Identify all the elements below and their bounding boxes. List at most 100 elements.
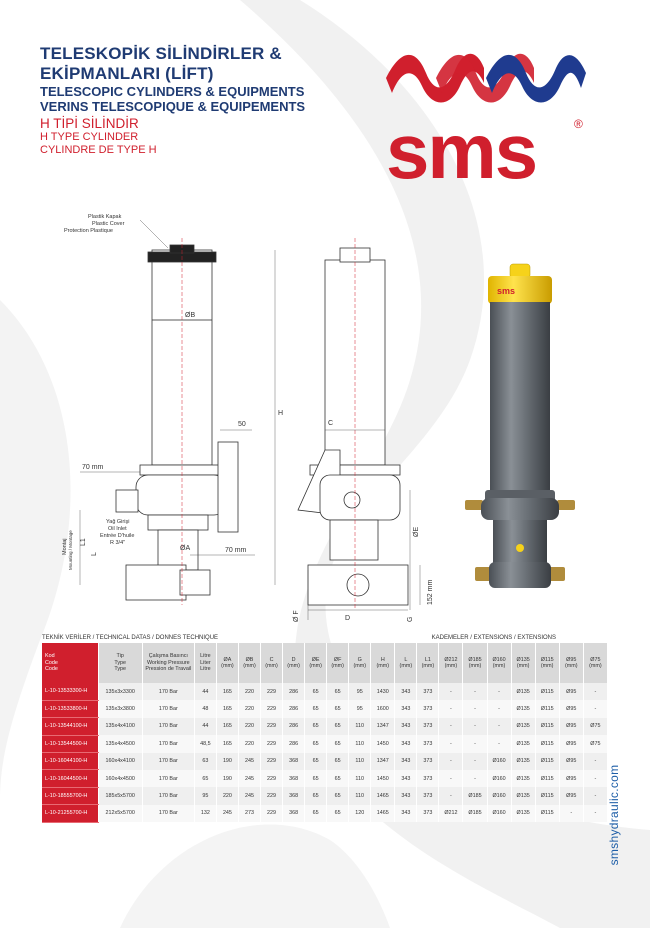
table-cell: 170 Bar xyxy=(142,683,195,701)
table-cell: 65 xyxy=(304,787,328,805)
table-header-line: ØE xyxy=(311,656,320,663)
table-cell: 110 xyxy=(348,769,372,788)
oil-inlet-fr: Entrée D'huile xyxy=(100,533,134,539)
table-cell: Ø135 xyxy=(511,735,536,753)
table-cell-code: L-10-16044500-H xyxy=(42,769,99,788)
table-cell: 48 xyxy=(194,700,217,718)
table-header-line: D xyxy=(291,656,296,663)
table-header-line: G xyxy=(357,656,362,663)
cylinder-photo: sms xyxy=(465,263,575,588)
title-tr-line2: EKİPMANLARI (LİFT) xyxy=(40,64,214,83)
mount-label-tr: Montaj xyxy=(62,538,68,555)
table-cell: 229 xyxy=(260,787,284,805)
dim-l-label: L xyxy=(91,552,98,556)
table-cell: 343 xyxy=(394,787,418,805)
table-cell: 190 xyxy=(216,752,239,770)
table-cell: 286 xyxy=(282,735,306,753)
table-header-line: Çalışma Basıncı xyxy=(148,653,188,660)
table-header-line: Litre xyxy=(200,653,211,660)
dim-a-label: ØA xyxy=(180,545,190,552)
table-header-line: (mm) xyxy=(221,663,234,669)
table-cell: 245 xyxy=(238,752,262,770)
table-cell: 170 Bar xyxy=(142,735,195,753)
table-header-line: Code xyxy=(45,659,58,666)
table-cell: Ø160 xyxy=(487,804,512,823)
table-header-cell: Ø185(mm) xyxy=(462,643,488,683)
table-cell: 343 xyxy=(394,700,418,718)
table-cell: 48,5 xyxy=(194,735,217,753)
table-cell: 120 xyxy=(348,804,372,823)
table-cell: 110 xyxy=(348,752,372,770)
table-cell: Ø75 xyxy=(583,735,609,753)
table-cell: 286 xyxy=(282,717,306,736)
table-cell: 212x5x5700 xyxy=(98,804,143,823)
table-header-line: H xyxy=(380,656,385,663)
cap-label-en: Plastic Cover xyxy=(92,221,125,227)
oil-inlet-tr: Yağ Girişi xyxy=(106,519,129,525)
table-cell: 1430 xyxy=(370,683,396,701)
table-cell: 65 xyxy=(326,769,350,788)
table-cell: 373 xyxy=(416,717,440,736)
table-cell: 132 xyxy=(194,804,217,823)
table-cell: 44 xyxy=(194,683,217,701)
table-cell: 229 xyxy=(260,717,284,736)
table-header-cell: D(mm) xyxy=(282,643,306,683)
table-header-cell: ØE(mm) xyxy=(304,643,328,683)
table-cell: 65 xyxy=(326,700,350,718)
cap-label-fr: Protection Plastique xyxy=(64,228,113,234)
table-cell: - xyxy=(438,769,464,788)
table-cell: 368 xyxy=(282,804,306,823)
table-cell: 229 xyxy=(260,700,284,718)
table-header-line: (mm) xyxy=(540,663,554,669)
title-en: TELESCOPIC CYLINDERS & EQUIPMENTS xyxy=(40,84,305,99)
table-cell: - xyxy=(583,683,609,701)
table-cell: - xyxy=(438,683,464,701)
table-cell: 220 xyxy=(238,683,262,701)
table-cell: 343 xyxy=(394,683,418,701)
table-cell: 220 xyxy=(216,787,239,805)
table-header-cell: G(mm) xyxy=(348,643,372,683)
table-cell: Ø95 xyxy=(559,787,584,805)
type-tr: H TİPİ SİLİNDİR xyxy=(40,116,139,131)
photo-brand: sms xyxy=(497,286,515,296)
table-cell: - xyxy=(487,700,512,718)
table-cell: - xyxy=(462,752,488,770)
table-header-line: Litre xyxy=(200,666,211,673)
table-header-line: Ø160 xyxy=(492,656,506,663)
table-cell: 170 Bar xyxy=(142,700,195,718)
table-cell: - xyxy=(438,735,464,753)
table-header-line: Kod xyxy=(45,653,55,660)
table-cell: 220 xyxy=(238,717,262,736)
table-cell: 65 xyxy=(304,804,328,823)
table-cell: Ø115 xyxy=(535,717,560,736)
table-header-line: (mm) xyxy=(309,663,322,669)
table-cell: 286 xyxy=(282,683,306,701)
table-cell: 65 xyxy=(304,769,328,788)
table-cell: 135x3x3300 xyxy=(98,683,143,701)
dim-c-label: C xyxy=(328,420,333,427)
table-cell: 110 xyxy=(348,735,372,753)
table-header-line: ØA xyxy=(223,656,232,663)
table-header-line: (mm) xyxy=(516,663,530,669)
dim-70-bottom-label: 70 mm xyxy=(225,547,247,554)
table-cell: 65 xyxy=(304,700,328,718)
table-cell: 165 xyxy=(216,683,239,701)
table-cell: Ø135 xyxy=(511,804,536,823)
mount-label-en: Mounting / Montage xyxy=(68,530,73,570)
table-cell-code: L-10-16044100-H xyxy=(42,752,99,771)
table-cell: - xyxy=(583,700,609,718)
table-cell: 273 xyxy=(238,804,262,823)
website-url[interactable]: smshydraulic.com xyxy=(594,760,634,870)
table-cell: 165 xyxy=(216,700,239,718)
table-cell: 135x4x4500 xyxy=(98,735,143,753)
table-header-cell: Ø115(mm) xyxy=(535,643,560,683)
table-cell: 44 xyxy=(194,717,217,736)
table-cell: 286 xyxy=(282,700,306,718)
table-header-cell: Ø160(mm) xyxy=(487,643,512,683)
table-cell: 343 xyxy=(394,804,418,823)
table-header-line: Code xyxy=(45,666,58,673)
